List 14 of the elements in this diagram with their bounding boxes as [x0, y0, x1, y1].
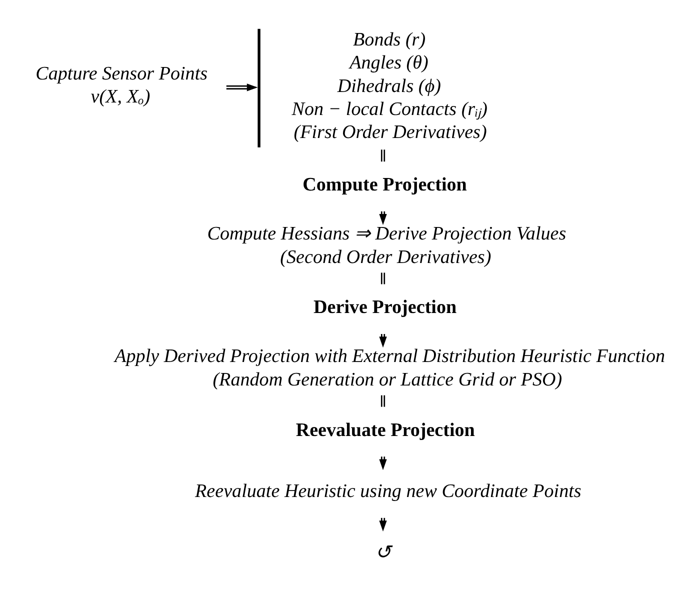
arrow [379, 456, 387, 470]
connector [380, 149, 386, 162]
node-text: Capture Sensor Points v(X, Xₒ) [36, 63, 208, 108]
node-text: Compute Projection [302, 174, 467, 196]
connector [380, 272, 386, 284]
node-text: Apply Derived Projection with External Distribution Heuristic Function (Random Generation or Lattice Grid or PSO) [114, 346, 666, 390]
node-text: Bonds (r) Angles (θ) Dihedrals (ϕ) Non − local Contacts (rᵢⱼ) (First Order Derivatives) [292, 28, 488, 143]
connector [380, 394, 386, 406]
node-text: Reevaluate Projection [296, 419, 475, 440]
node-text: Derive Projection [314, 296, 457, 318]
arrow [226, 83, 258, 91]
node-text: ↺ [374, 542, 391, 563]
node-text: Reevaluate Heuristic using new Coordinate Points [195, 480, 582, 502]
node-text: Compute Hessians ⇒ Derive Projection Values (Second Order Derivatives) [207, 223, 566, 268]
